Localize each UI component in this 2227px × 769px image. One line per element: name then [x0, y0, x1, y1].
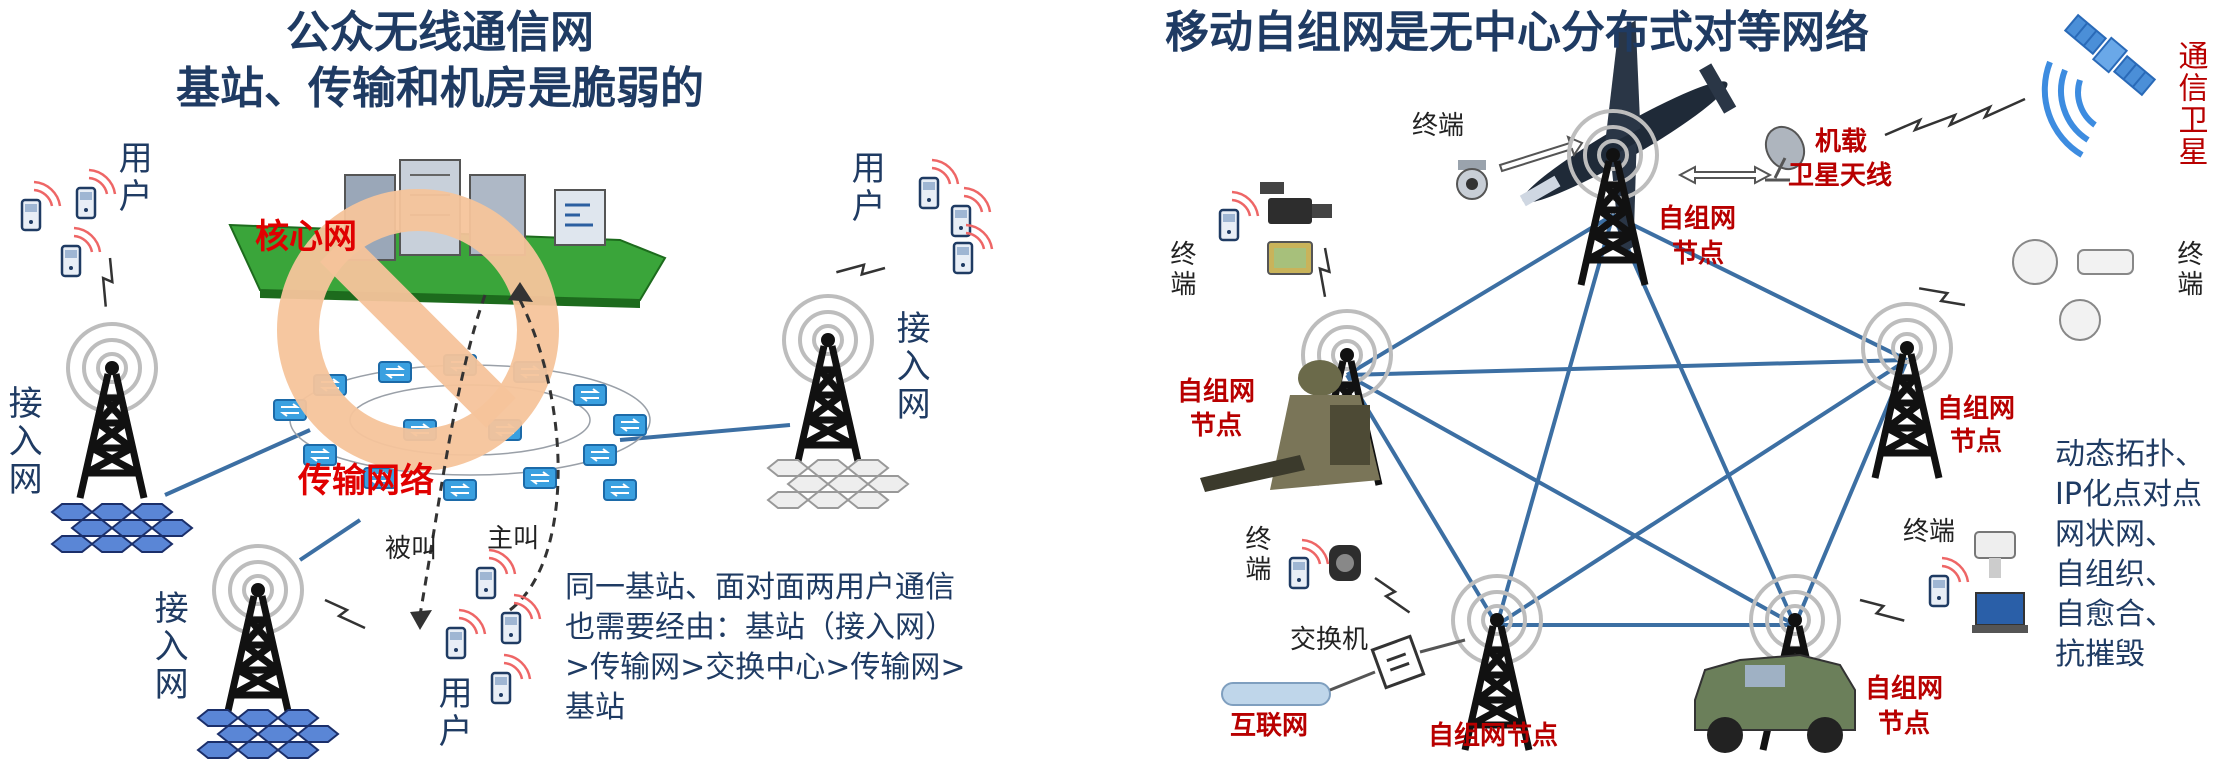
feature-item: 自组织、 — [2055, 557, 2175, 592]
satellite-label: 通信卫星 — [2172, 40, 2208, 168]
left-title-line2: 基站、传输和机房是脆弱的 — [176, 63, 704, 114]
hex-base — [51, 503, 193, 553]
link-arrow — [1677, 165, 1773, 185]
access-net-label-bottom: 接入网 — [148, 590, 189, 704]
terminal-label-bottomleft: 终端 — [1240, 525, 1271, 585]
switch-link — [1419, 638, 1466, 654]
terminal-label-top: 终端 — [1412, 111, 1465, 141]
switch-icon — [1370, 634, 1426, 690]
node-label-left-line2: 节点 — [1190, 411, 1243, 441]
caller-path — [509, 299, 560, 612]
access-link-left — [164, 428, 311, 497]
mesh-links — [1345, 213, 1909, 627]
right-panel — [1200, 13, 2157, 753]
tower-icon — [784, 296, 872, 470]
switch-label: 交换机 — [1290, 625, 1369, 655]
radio-link — [1884, 97, 2026, 137]
phone-icon — [950, 186, 992, 238]
internet-cloud — [1221, 682, 1331, 706]
phone-icon — [60, 226, 102, 278]
node-label-top-line2: 节点 — [1672, 239, 1725, 269]
phone-icon — [75, 168, 117, 220]
node-label-bottomright-line1: 自组网 — [1865, 674, 1944, 704]
phone-icon — [1218, 190, 1260, 242]
phone-icon — [918, 158, 960, 210]
tower-icon — [214, 546, 302, 720]
feature-item: 自愈合、 — [2055, 597, 2175, 632]
phone-icon — [500, 593, 542, 645]
radio-link — [1368, 576, 1416, 614]
feature-list: 动态拓扑、 IP化点对点 网状网、 自组织、 自愈合、 抗摧毁 — [2055, 435, 2205, 675]
node-label-top-line1: 自组网 — [1658, 204, 1737, 234]
phone-icon — [1928, 556, 1970, 608]
terminal-label-bottomright: 终端 — [1903, 517, 1956, 547]
radio-link — [1858, 591, 1906, 629]
radio-link — [835, 245, 887, 295]
airborne-antenna-label-line1: 机载 — [1815, 127, 1868, 157]
note-line2: 也需要经由：基站（接入网） — [565, 610, 955, 645]
vehicle-icon — [1694, 653, 1856, 753]
feature-item: 抗摧毁 — [2055, 637, 2145, 672]
caller-label: 主叫 — [487, 524, 540, 554]
soldier-icon — [1200, 360, 1380, 492]
node-label-right-line1: 自组网 — [1937, 394, 2016, 424]
access-link-bottom — [298, 518, 362, 562]
signal-arcs — [2041, 60, 2097, 158]
phone-icon — [20, 180, 62, 232]
node-label-bottom: 自组网节点 — [1428, 721, 1559, 751]
user-label-topleft: 用户 — [112, 140, 153, 216]
hex-base — [197, 709, 339, 759]
phone-icon — [445, 608, 487, 660]
camera-icon — [1456, 160, 1488, 200]
dome-camera-icon — [1329, 545, 1361, 581]
node-label-left-line1: 自组网 — [1177, 377, 1256, 407]
terminal-label-left: 终端 — [1165, 240, 1196, 300]
camera-icon — [2012, 239, 2134, 341]
right-title: 移动自组网是无中心分布式对等网络 — [1165, 7, 1869, 58]
transport-network-label: 传输网络 — [298, 461, 434, 501]
left-panel — [20, 158, 994, 759]
satellite-icon — [2063, 13, 2157, 97]
called-label: 被叫 — [385, 534, 438, 564]
airborne-antenna-label-line2: 卫星天线 — [1788, 161, 1893, 191]
feature-item: 网状网、 — [2055, 517, 2175, 552]
node-label-right-line2: 节点 — [1950, 427, 2003, 457]
sat-dish-icon — [1764, 125, 1806, 182]
laptop-icon — [1972, 592, 2028, 633]
internet-label: 互联网 — [1230, 711, 1309, 741]
core-network-label: 核心网 — [255, 217, 357, 257]
feature-item: IP化点对点 — [2055, 477, 2202, 512]
radio-link — [323, 598, 367, 630]
note-line3: >传输网>交换中心>传输网> — [565, 650, 966, 685]
access-net-label-left: 接入网 — [2, 385, 43, 499]
hex-base — [767, 459, 909, 509]
phone-icon — [475, 548, 517, 600]
called-path — [418, 294, 487, 616]
phone-icon — [1288, 538, 1330, 590]
tower-icon — [68, 324, 156, 498]
terminal-label-right: 终端 — [2172, 240, 2203, 300]
access-net-label-right: 接入网 — [890, 310, 931, 424]
radio-link — [84, 256, 132, 308]
feature-item: 动态拓扑、 — [2055, 437, 2205, 472]
node-label-bottomright-line2: 节点 — [1878, 709, 1931, 739]
access-link-right — [619, 423, 791, 442]
videocam-icon — [1260, 182, 1332, 224]
device-icon — [1267, 241, 1313, 275]
note-line1: 同一基站、面对面两用户通信 — [565, 570, 955, 605]
internet-link — [1329, 670, 1376, 692]
note-line4: 基站 — [565, 690, 625, 725]
left-title-line1: 公众无线通信网 — [286, 7, 594, 58]
tower-icon — [1863, 304, 1951, 478]
user-label-topright: 用户 — [845, 150, 886, 226]
no-entry-icon — [277, 189, 559, 471]
user-label-bottom: 用户 — [432, 675, 473, 751]
ptz-camera-icon — [1974, 531, 2016, 578]
phone-icon — [490, 653, 532, 705]
